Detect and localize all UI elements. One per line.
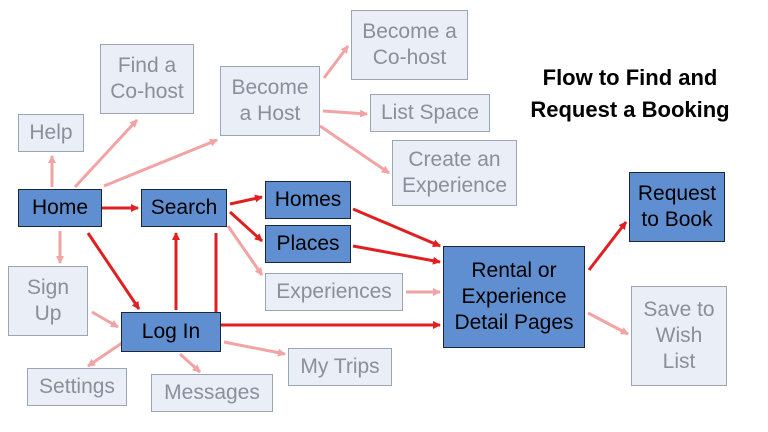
node-search: Search <box>141 189 227 227</box>
node-help: Help <box>18 114 84 152</box>
arrow-places-to-rental-detail <box>352 244 441 265</box>
arrow-search-to-experiences <box>226 225 264 276</box>
arrow-log-in-to-messages <box>178 352 202 374</box>
arrow-search-to-places <box>228 210 264 243</box>
diagram-title: Flow to Find and Request a Booking <box>530 65 730 122</box>
node-experiences: Experiences <box>265 273 403 311</box>
node-save-to-wish-list: Save to Wish List <box>631 286 727 386</box>
node-become-cohost: Become a Co-host <box>351 10 468 80</box>
arrow-rental-detail-to-request-to-book <box>587 221 628 271</box>
arrow-become-host-to-list-space <box>322 109 368 118</box>
node-my-trips: My Trips <box>288 348 392 386</box>
node-home: Home <box>18 189 102 227</box>
arrow-search-to-homes <box>229 194 263 206</box>
arrow-home-to-find-cohost <box>73 118 139 189</box>
node-sign-up: Sign Up <box>8 266 88 336</box>
node-log-in: Log In <box>121 312 221 352</box>
node-create-experience: Create an Experience <box>392 140 517 206</box>
node-become-host: Become a Host <box>220 66 320 136</box>
arrow-log-in-to-settings <box>87 341 123 368</box>
arrow-become-host-to-become-cohost <box>322 45 350 79</box>
arrow-homes-to-rental-detail <box>352 207 441 248</box>
node-places: Places <box>265 225 351 263</box>
node-homes: Homes <box>265 181 351 219</box>
arrow-home-to-become-host <box>103 138 218 188</box>
arrow-rental-detail-to-save-to-wish-list <box>587 311 629 336</box>
arrow-sign-up-to-log-in <box>91 310 119 329</box>
node-messages: Messages <box>151 374 273 412</box>
arrow-home-to-log-in <box>86 232 141 310</box>
arrow-log-in-to-my-trips <box>223 340 286 357</box>
node-request-to-book: Request to Book <box>629 172 725 242</box>
node-rental-detail: Rental or Experience Detail Pages <box>443 246 585 348</box>
node-find-cohost: Find a Co-host <box>100 44 194 114</box>
node-list-space: List Space <box>370 94 490 132</box>
node-settings: Settings <box>27 368 127 406</box>
arrow-become-host-to-create-experience <box>319 124 390 175</box>
